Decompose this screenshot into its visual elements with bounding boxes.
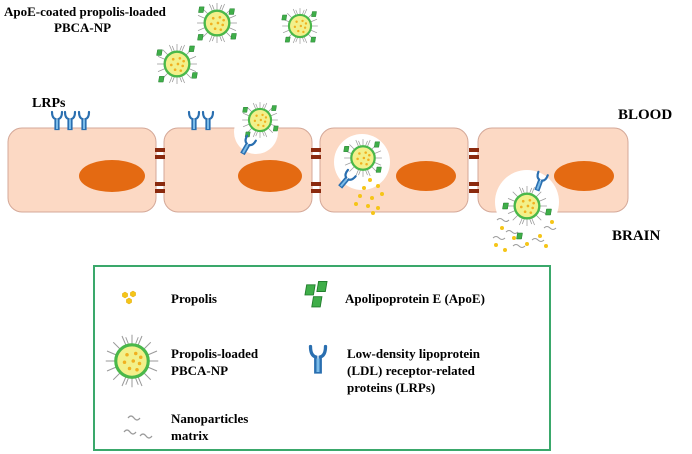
title-line-2: PBCA-NP [54, 20, 111, 35]
nucleus [554, 161, 614, 191]
floating-nanoparticle [281, 7, 319, 45]
legend-lrp-label-line3: proteins (LRPs) [347, 380, 435, 395]
legend: Propolis Apolipoprotein E (ApoE) Propoli… [93, 265, 551, 451]
exocytosis-vesicle [492, 170, 559, 252]
brain-label: BRAIN [612, 228, 661, 244]
lrp-receptor [77, 110, 91, 131]
nucleus [396, 161, 456, 191]
legend-np-label-line2: PBCA-NP [171, 363, 228, 378]
nuclei [79, 160, 614, 192]
legend-lrp-label-line1: Low-density lipoprotein [347, 346, 481, 361]
legend-propolis-label: Propolis [171, 291, 217, 306]
nucleus [79, 160, 145, 192]
lrps-label: LRPs [32, 96, 66, 111]
tight-junctions [155, 148, 479, 193]
lrp-receptor [50, 110, 64, 131]
matrix-icon [123, 415, 153, 439]
blood-label: BLOOD [618, 107, 672, 123]
legend-np-label-line1: Propolis-loaded [171, 346, 259, 361]
floating-nanoparticle [195, 1, 239, 45]
legend-matrix-label-line1: Nanoparticles [171, 411, 248, 426]
nucleus [238, 160, 302, 192]
nanoparticle-icon [104, 333, 160, 389]
lrp-receptor [63, 110, 77, 131]
lrp-receptor [187, 110, 201, 131]
lrp-receptor [201, 110, 215, 131]
endocytosis-vesicle [234, 101, 279, 157]
title-line-1: ApoE-coated propolis-loaded [4, 4, 167, 19]
floating-nanoparticle [155, 42, 199, 86]
legend-apoe-label: Apolipoprotein E (ApoE) [345, 291, 485, 306]
legend-matrix-label-line2: matrix [171, 428, 209, 443]
transcytosis-vesicle [334, 134, 390, 215]
legend-lrp-label-line2: (LDL) receptor-related [347, 363, 476, 378]
surface-lrp-receptors [50, 110, 215, 131]
